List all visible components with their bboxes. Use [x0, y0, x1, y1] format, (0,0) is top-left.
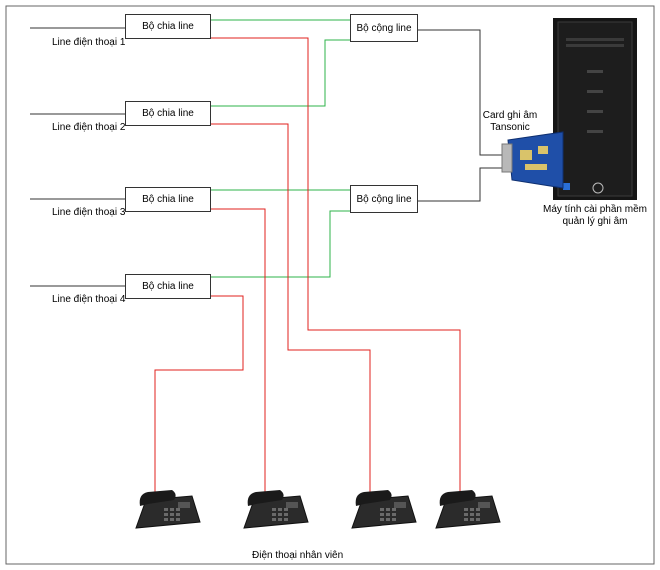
desk-phone-icon: [243, 490, 309, 529]
desk-phone-icon: [135, 490, 201, 529]
line-label-2: Line điện thoại 2: [52, 122, 126, 133]
red-wire-3: [211, 208, 266, 496]
splitter-box-1: Bộ chia line: [125, 14, 211, 39]
red-wire-4: [154, 295, 244, 496]
splitter-box-4: Bộ chia line: [125, 274, 211, 299]
card-wire-1: [418, 29, 510, 156]
red-wires: [154, 37, 461, 496]
outer-frame: [5, 5, 655, 565]
combiner-box-1: Bộ cộng line: [350, 14, 418, 42]
incoming-lines: [30, 27, 125, 287]
desk-phone-icon: [351, 490, 417, 529]
card-board: [507, 131, 564, 189]
line-label-4: Line điện thoại 4: [52, 294, 126, 305]
red-wire-2: [211, 123, 371, 496]
sticker-icon: [563, 183, 570, 190]
green-wire-4: [211, 210, 350, 278]
card-wire-2: [418, 167, 510, 202]
line-label-3: Line điện thoại 3: [52, 207, 126, 218]
line-label-1: Line điện thoại 1: [52, 37, 126, 48]
splitter-box-3: Bộ chia line: [125, 187, 211, 212]
recording-card: [501, 131, 564, 189]
card-label: Card ghi âm Tansonic: [482, 110, 538, 133]
pc-label: Máy tính cài phần mềm quản lý ghi âm: [543, 204, 647, 227]
combiner-box-2: Bộ cộng line: [350, 185, 418, 213]
splitter-box-2: Bộ chia line: [125, 101, 211, 126]
phones-label: Điện thoại nhân viên: [252, 550, 344, 561]
card-wires: [418, 29, 510, 202]
red-wire-1: [211, 37, 461, 496]
card-bracket: [501, 143, 513, 173]
hp-logo-icon: [592, 182, 604, 194]
pc-tower: [553, 18, 637, 200]
green-wire-2: [211, 39, 350, 107]
green-wires: [211, 19, 350, 278]
desk-phone-icon: [435, 490, 501, 529]
employee-phones: [135, 490, 501, 529]
